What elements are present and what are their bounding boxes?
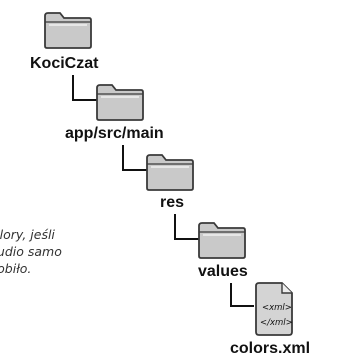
tree-connector: [72, 75, 98, 101]
folder-label-kociczat: KociCzat: [30, 55, 99, 72]
folder-label-app-src-main: app/src/main: [65, 125, 164, 142]
xml-file-icon: <xml> </xml>: [252, 280, 296, 338]
folder-icon: [94, 80, 146, 122]
folder-icon: [144, 150, 196, 192]
tree-connector: [174, 214, 200, 240]
handwritten-note: olory, jeśli tudio samo robiło.: [0, 226, 150, 277]
folder-label-res: res: [160, 194, 185, 211]
tree-connector: [230, 283, 254, 307]
file-label-colors-xml: colors.xml: [230, 340, 311, 357]
tree-connector: [122, 145, 148, 171]
xml-close-tag: </xml>: [260, 318, 293, 328]
note-line: tudio samo: [0, 244, 62, 259]
folder-icon: [42, 8, 94, 50]
note-line: olory, jeśli: [0, 227, 55, 242]
xml-open-tag: <xml>: [262, 303, 292, 313]
folder-label-values: values: [198, 263, 248, 280]
note-line: robiło.: [0, 261, 32, 276]
folder-icon: [196, 218, 248, 260]
